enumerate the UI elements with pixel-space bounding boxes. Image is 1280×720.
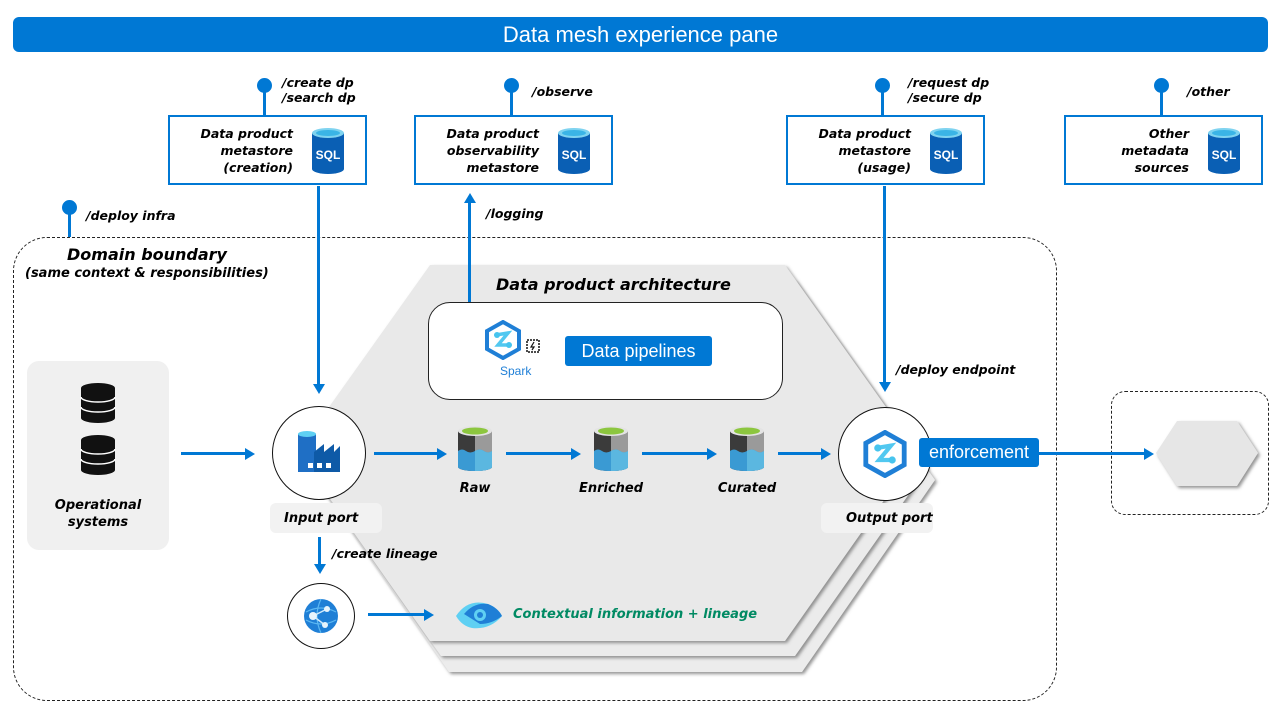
flow-connector bbox=[368, 613, 425, 616]
arrow-right-icon bbox=[424, 609, 434, 621]
data-factory-icon bbox=[298, 431, 340, 472]
flow-connector bbox=[1039, 452, 1145, 455]
api-pin-stem bbox=[1160, 90, 1163, 115]
api-pin-dot bbox=[62, 200, 77, 215]
metastore-usage-box: Data product metastore (usage) SQL bbox=[786, 115, 985, 185]
metastore-label-line: Other bbox=[1148, 126, 1189, 141]
api-logging: /logging bbox=[486, 206, 544, 221]
metastore-label-line: observability bbox=[446, 143, 539, 158]
sql-database-icon: SQL bbox=[1208, 128, 1240, 174]
output-port-label: Output port bbox=[846, 511, 933, 526]
metastore-label-line: metadata bbox=[1121, 143, 1189, 158]
data-lake-curated-icon bbox=[730, 426, 764, 471]
usage-connector bbox=[883, 186, 886, 382]
api-pin-stem bbox=[510, 90, 513, 115]
api-pin-dot bbox=[257, 78, 272, 93]
api-request-dp: /request dp bbox=[908, 75, 990, 90]
sql-database-icon: SQL bbox=[558, 128, 590, 174]
svg-text:SQL: SQL bbox=[1212, 148, 1237, 162]
flow-connector bbox=[181, 452, 247, 455]
api-pin-stem bbox=[263, 90, 266, 115]
api-label-create-search: /create dp /search dp bbox=[282, 75, 356, 105]
flow-connector bbox=[506, 452, 572, 455]
arrow-up-icon bbox=[464, 193, 476, 203]
domain-boundary-title: Domain boundary bbox=[67, 245, 227, 264]
api-deploy-endpoint: /deploy endpoint bbox=[896, 362, 1016, 377]
experience-pane-banner: Data mesh experience pane bbox=[13, 17, 1268, 52]
synapse-output-icon bbox=[863, 430, 907, 478]
lake-zone-enriched-label: Enriched bbox=[578, 481, 644, 496]
output-port-label-bg bbox=[821, 503, 933, 533]
api-pin-dot bbox=[504, 78, 519, 93]
metastore-other-box: Other metadata sources SQL bbox=[1064, 115, 1263, 185]
api-observe: /observe bbox=[532, 84, 593, 99]
enforcement-badge: enforcement bbox=[919, 438, 1039, 467]
api-other: /other bbox=[1187, 84, 1230, 99]
metastore-label-line: (creation) bbox=[223, 160, 293, 175]
operational-label-line: Operational bbox=[54, 498, 142, 513]
lineage-label: Contextual information + lineage bbox=[513, 607, 758, 622]
metastore-label-line: Data product bbox=[200, 126, 293, 141]
domain-boundary bbox=[13, 237, 1057, 701]
metastore-label-line: metastore bbox=[220, 143, 293, 158]
data-lake-enriched-icon bbox=[594, 426, 628, 471]
arrow-down-icon bbox=[313, 384, 325, 394]
compute-chip-icon bbox=[526, 339, 540, 353]
creation-connector bbox=[317, 186, 320, 384]
metastore-label-line: sources bbox=[1134, 160, 1189, 175]
metastore-label-line: metastore bbox=[466, 160, 539, 175]
logging-connector bbox=[468, 202, 471, 302]
svg-text:SQL: SQL bbox=[316, 148, 341, 162]
domain-boundary-subtitle: (same context & responsibilities) bbox=[25, 266, 269, 281]
purview-graph-icon bbox=[304, 598, 338, 634]
svg-text:SQL: SQL bbox=[562, 148, 587, 162]
sql-database-icon: SQL bbox=[312, 128, 344, 174]
arrow-right-icon bbox=[245, 448, 255, 460]
flow-connector bbox=[374, 452, 438, 455]
arrow-right-icon bbox=[821, 448, 831, 460]
api-create-dp: /create dp bbox=[282, 75, 354, 90]
arrow-down-icon bbox=[314, 564, 326, 574]
svg-text:SQL: SQL bbox=[934, 148, 959, 162]
data-lake-raw-icon bbox=[458, 426, 492, 471]
flow-connector bbox=[778, 452, 822, 455]
input-port-label: Input port bbox=[284, 511, 359, 526]
operational-systems-label: Operational systems bbox=[27, 497, 169, 531]
arrow-right-icon bbox=[1144, 448, 1154, 460]
lake-zone-raw-label: Raw bbox=[459, 481, 491, 496]
lineage-connector bbox=[318, 537, 321, 565]
flow-connector bbox=[642, 452, 708, 455]
api-pin-dot bbox=[875, 78, 890, 93]
architecture-title: Data product architecture bbox=[496, 275, 731, 294]
input-port-label-bg bbox=[270, 503, 382, 533]
synapse-spark-icon bbox=[485, 320, 521, 360]
api-label-request-secure: /request dp /secure dp bbox=[908, 75, 989, 105]
api-pin-stem bbox=[881, 90, 884, 115]
arrow-right-icon bbox=[707, 448, 717, 460]
metastore-label-line: Data product bbox=[818, 126, 911, 141]
spark-label: Spark bbox=[500, 364, 532, 378]
arrow-right-icon bbox=[571, 448, 581, 460]
metastore-observability-box: Data product observability metastore SQL bbox=[414, 115, 613, 185]
sql-database-icon: SQL bbox=[930, 128, 962, 174]
api-search-dp: /search dp bbox=[282, 90, 356, 105]
metastore-label-line: metastore bbox=[838, 143, 911, 158]
api-secure-dp: /secure dp bbox=[908, 90, 982, 105]
external-hexagon bbox=[1156, 421, 1258, 486]
data-pipelines-badge: Data pipelines bbox=[565, 336, 712, 366]
api-pin-stem bbox=[68, 212, 71, 237]
api-create-lineage: /create lineage bbox=[332, 546, 438, 561]
lake-zone-curated-label: Curated bbox=[717, 481, 777, 496]
purview-eye-icon bbox=[456, 602, 502, 629]
api-pin-dot bbox=[1154, 78, 1169, 93]
metastore-label-line: Data product bbox=[446, 126, 539, 141]
operational-label-line: systems bbox=[67, 515, 129, 530]
arrow-right-icon bbox=[437, 448, 447, 460]
api-deploy-infra: /deploy infra bbox=[86, 208, 176, 223]
metastore-creation-box: Data product metastore (creation) SQL bbox=[168, 115, 367, 185]
metastore-label-line: (usage) bbox=[857, 160, 911, 175]
database-stack-icon bbox=[80, 383, 116, 475]
arrow-down-icon bbox=[879, 382, 891, 392]
